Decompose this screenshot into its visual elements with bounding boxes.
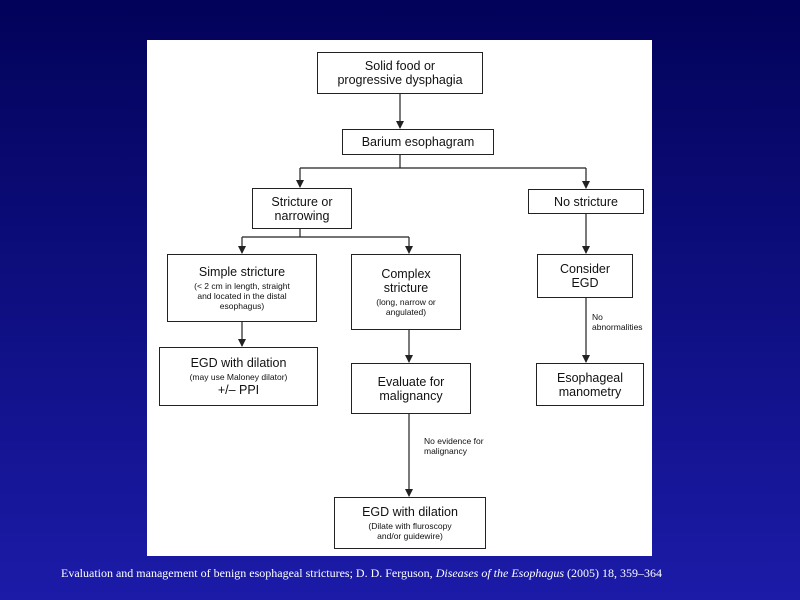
- box-evaluate-line2: malignancy: [379, 388, 443, 403]
- box-evaluate-malignancy: Evaluate for malignancy: [351, 363, 471, 414]
- box-egd-dilation-left: EGD with dilation (may use Maloney dilat…: [159, 347, 318, 406]
- box-egd-left-detail: (may use Maloney dilator): [189, 372, 288, 382]
- box-egd-bottom-detail1: (Dilate with fluroscopy: [368, 521, 452, 531]
- box-complex-line2: stricture: [383, 281, 429, 295]
- box-solid-food-line1: Solid food or: [364, 59, 436, 73]
- box-manometry-line1: Esophageal: [556, 370, 624, 385]
- box-simple-detail3: esophagus): [219, 301, 265, 311]
- box-no-stricture-label: No stricture: [554, 194, 618, 209]
- box-complex-detail2: angulated): [385, 307, 427, 317]
- box-consider-line1: Consider: [559, 262, 611, 276]
- caption-text-before: Evaluation and management of benign esop…: [61, 566, 436, 580]
- box-egd-bottom-title: EGD with dilation: [362, 505, 458, 519]
- box-simple-stricture: Simple stricture (< 2 cm in length, stra…: [167, 254, 317, 322]
- caption-journal: Diseases of the Esophagus: [435, 566, 565, 580]
- flowchart-connectors: [238, 94, 590, 497]
- box-simple-detail2: and located in the distal: [197, 291, 287, 301]
- box-simple-detail1: (< 2 cm in length, straight: [194, 281, 290, 291]
- label-no-evidence-1: No evidence for: [424, 436, 484, 446]
- box-egd-left-extra: +/– PPI: [217, 383, 260, 397]
- box-barium-esophagram: Barium esophagram: [342, 129, 494, 155]
- box-egd-bottom-detail2: and/or guidewire): [377, 531, 443, 541]
- box-complex-stricture: Complex stricture (long, narrow or angul…: [351, 254, 461, 330]
- box-egd-dilation-bottom: EGD with dilation (Dilate with fluroscop…: [334, 497, 486, 549]
- box-barium-label: Barium esophagram: [361, 135, 475, 149]
- citation-caption: Evaluation and management of benign esop…: [61, 566, 781, 581]
- label-no-abnormalities: No abnormalities: [592, 312, 643, 332]
- box-manometry-line2: manometry: [558, 384, 622, 399]
- box-solid-food: Solid food or progressive dysphagia: [317, 52, 483, 94]
- box-complex-line1: Complex: [381, 267, 431, 281]
- box-stricture-line1: Stricture or: [271, 194, 333, 209]
- flowchart-panel: Solid food or progressive dysphagia Bari…: [147, 40, 652, 556]
- box-consider-egd: Consider EGD: [537, 254, 633, 298]
- label-no-evidence-2: malignancy: [424, 446, 467, 456]
- box-stricture: Stricture or narrowing: [252, 188, 352, 229]
- box-consider-line2: EGD: [571, 276, 599, 290]
- box-egd-left-title: EGD with dilation: [190, 356, 287, 370]
- label-no-abnormalities-1: No: [592, 312, 603, 322]
- box-complex-detail1: (long, narrow or: [376, 297, 436, 307]
- label-no-evidence: No evidence for malignancy: [424, 436, 484, 456]
- box-esophageal-manometry: Esophageal manometry: [536, 363, 644, 406]
- box-evaluate-line1: Evaluate for: [377, 374, 445, 389]
- box-solid-food-line2: progressive dysphagia: [337, 73, 463, 87]
- caption-text-after: (2005) 18, 359–364: [564, 566, 663, 580]
- box-no-stricture: No stricture: [528, 189, 644, 214]
- box-stricture-line2: narrowing: [274, 208, 330, 223]
- label-no-abnormalities-2: abnormalities: [592, 322, 643, 332]
- box-simple-title: Simple stricture: [198, 265, 286, 279]
